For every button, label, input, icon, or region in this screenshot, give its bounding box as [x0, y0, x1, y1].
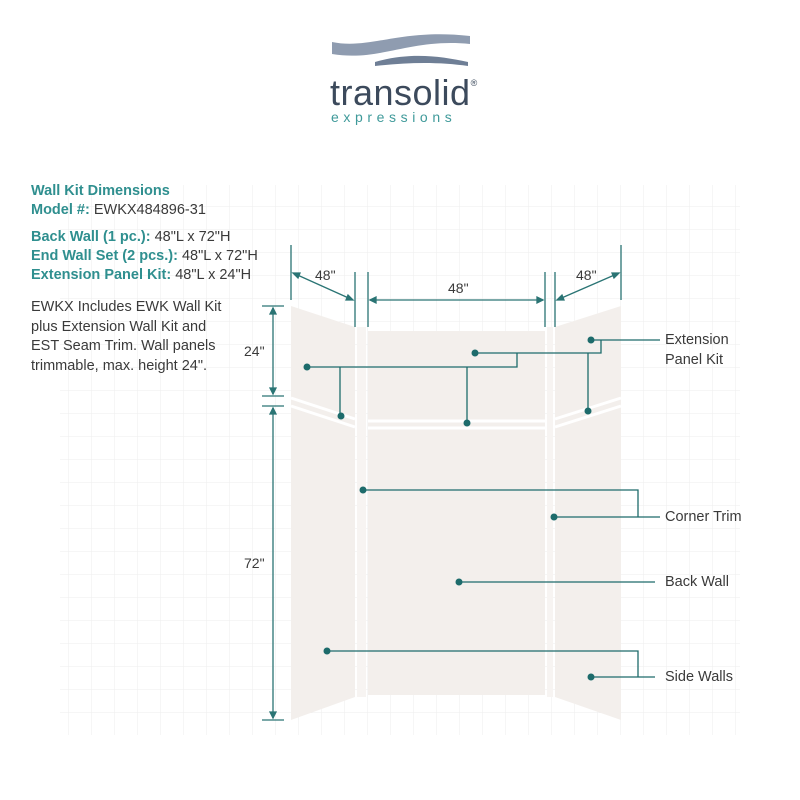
spec-label: End Wall Set (2 pcs.): — [31, 248, 178, 264]
model-label: Model #: — [31, 202, 90, 218]
dimension-lines — [262, 245, 622, 721]
logo-brand: transolid® — [330, 72, 478, 114]
spec-value: 48"L x 72"H — [181, 248, 258, 264]
callout-extension-line2: Panel Kit — [665, 352, 724, 368]
shower-walls — [290, 306, 622, 720]
spec-label: Extension Panel Kit: — [31, 267, 172, 283]
dim-back-width: 48" — [448, 280, 469, 296]
logo-wave-icon — [332, 34, 470, 66]
callout-extension-panel-kit: Extension Panel Kit — [665, 330, 729, 370]
callout-back-wall: Back Wall — [665, 574, 729, 590]
left-side-wall — [291, 306, 355, 720]
callout-dots — [303, 336, 595, 681]
callout-corner-trim: Corner Trim — [665, 509, 742, 525]
logo-tagline: expressions — [331, 109, 457, 125]
dim-wall-height: 72" — [244, 555, 265, 571]
model-value: EWKX484896-31 — [93, 202, 206, 218]
kit-description: EWKX Includes EWK Wall Kit plus Extensio… — [31, 299, 222, 374]
logo-registered: ® — [470, 78, 478, 88]
spec-title: Wall Kit Dimensions — [31, 183, 170, 199]
logo-brand-text: transolid — [330, 72, 471, 113]
dim-extension-height: 24" — [244, 343, 265, 359]
spec-label: Back Wall (1 pc.): — [31, 229, 151, 245]
corner-trim-left — [357, 327, 366, 697]
callout-extension-line1: Extension — [665, 332, 729, 348]
corner-trim-right — [547, 327, 553, 697]
spec-value: 48"L x 72"H — [154, 229, 231, 245]
spec-value: 48"L x 24"H — [175, 267, 252, 283]
back-wall — [368, 331, 545, 695]
right-side-wall — [555, 306, 621, 720]
dim-right-width: 48" — [576, 267, 597, 283]
callout-leaders — [307, 339, 660, 678]
spec-block: Wall Kit Dimensions Model #: EWKX484896-… — [31, 182, 258, 285]
dim-left-width: 48" — [315, 267, 336, 283]
callout-side-walls: Side Walls — [665, 669, 733, 685]
